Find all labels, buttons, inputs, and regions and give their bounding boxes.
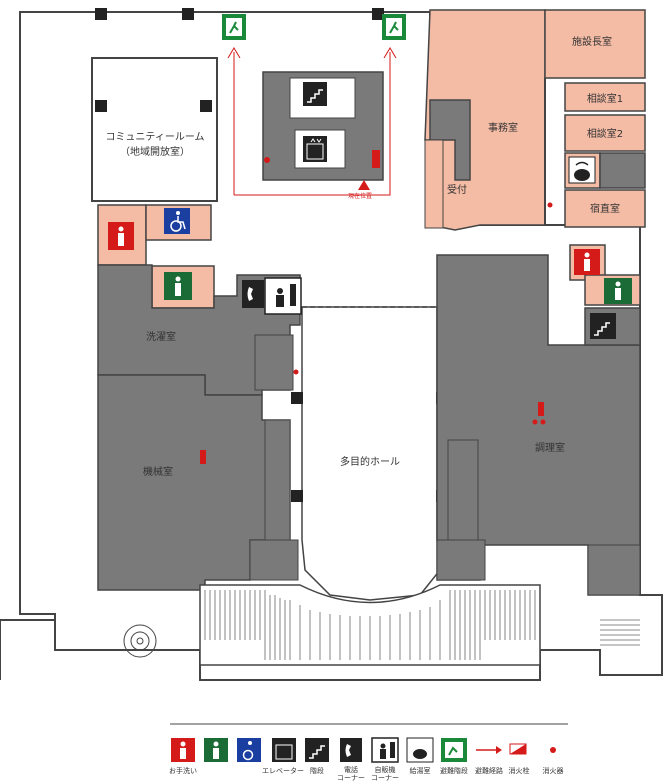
evacuation-arrow-icon — [476, 746, 502, 754]
stairs-icon — [590, 313, 616, 339]
legend-stairs-label: 階段 — [310, 766, 324, 775]
community-room-label: コミュニティールーム — [105, 131, 204, 143]
consult1-label: 相談室1 — [587, 92, 623, 105]
legend-extinguisher-label: 消火器 — [543, 766, 564, 775]
legend-exit-label: 避難階段 — [440, 766, 468, 775]
legend-toilet-label: お手洗い — [169, 766, 197, 775]
kitchen-label: 調理室 — [535, 441, 565, 454]
legend-phone-label-1: 電話 — [344, 765, 358, 774]
stairs-icon — [303, 82, 327, 106]
legend-vending-label-1: 自販機 — [375, 765, 396, 774]
reception-label: 受付 — [447, 183, 467, 196]
kettle-icon — [568, 156, 596, 184]
laundry-label: 洗濯室 — [146, 330, 176, 343]
night-room-label: 宿直室 — [590, 202, 620, 215]
legend: お手洗い エレベーター 階段 電話 コーナー 自販機 コーナー 給湯室 避難階段… — [169, 737, 564, 782]
consult-room-2[interactable] — [564, 114, 646, 152]
multi-purpose-hall[interactable] — [301, 306, 441, 601]
wheelchair-icon — [164, 208, 190, 234]
hydrant-icon — [509, 743, 527, 755]
community-room-sublabel: （地域開放室） — [120, 145, 190, 158]
toilet-green-icon — [164, 272, 192, 300]
consult-room-1[interactable] — [564, 82, 646, 112]
legend-phone-label-2: コーナー — [337, 774, 365, 782]
current-location-label: 現在位置 — [348, 192, 372, 200]
extinguisher-icon — [550, 747, 556, 753]
emergency-exit-icon — [382, 14, 406, 40]
evacuation-route — [227, 47, 397, 196]
legend-kettle-label: 給湯室 — [410, 766, 431, 775]
toilet-red-icon — [108, 222, 134, 250]
machine-label: 機械室 — [143, 465, 173, 478]
current-location-marker — [358, 180, 370, 190]
phone-icon — [242, 280, 264, 308]
legend-route-label: 避難経路 — [475, 766, 503, 775]
office-label: 事務室 — [488, 121, 518, 134]
legend-hydrant-label: 消火栓 — [509, 766, 530, 775]
toilet-green-icon — [604, 278, 632, 304]
consult2-label: 相談室2 — [587, 127, 623, 140]
turntable — [123, 624, 157, 658]
legend-vending-label-2: コーナー — [371, 774, 399, 782]
hall-label: 多目的ホール — [340, 455, 400, 468]
night-room[interactable] — [564, 189, 646, 228]
emergency-exit-icon — [222, 14, 246, 40]
toilet-red-icon — [574, 249, 600, 275]
director-room[interactable] — [544, 9, 646, 79]
phone-icon — [340, 738, 362, 762]
legend-elevator-label: エレベーター — [262, 766, 304, 775]
vending-icon — [264, 277, 302, 315]
elevator-icon — [303, 136, 327, 162]
community-room[interactable] — [91, 57, 218, 202]
director-label: 施設長室 — [572, 35, 612, 48]
